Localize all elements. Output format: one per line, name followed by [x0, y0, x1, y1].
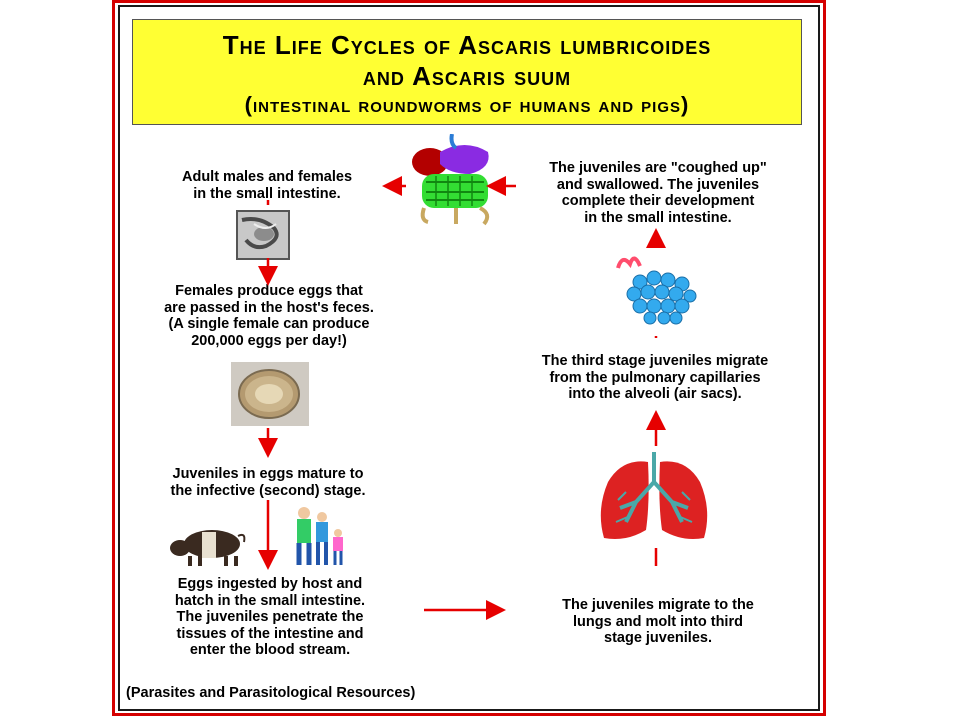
title-line-3: (intestinal roundworms of humans and pig…	[244, 92, 690, 117]
step-lungs-line: The juveniles migrate to the	[562, 597, 754, 613]
step-eggs-produced-line: 200,000 eggs per day!)	[191, 332, 347, 349]
step-ingested-text: Eggs ingested by host and hatch in the s…	[130, 576, 410, 659]
inner-black-border	[118, 5, 820, 711]
step-eggs-mature-text: Juveniles in eggs mature to the infectiv…	[128, 466, 408, 499]
step-lungs-text: The juveniles migrate to the lungs and m…	[508, 597, 808, 647]
step-ingested-line: enter the blood stream.	[189, 642, 351, 658]
step-lungs-line: stage juveniles.	[604, 630, 712, 646]
title-line-2: and Ascaris suum	[362, 61, 572, 91]
step-ingested-line: Eggs ingested by host and	[177, 576, 363, 592]
step-adults-text: Adult males and females in the small int…	[142, 169, 392, 202]
step-alveoli-line: from the pulmonary capillaries	[549, 369, 761, 386]
step-eggs-mature-line: the infective (second) stage.	[170, 482, 366, 499]
step-eggs-mature-line: Juveniles in eggs mature to	[172, 466, 364, 482]
step-coughed-line: The juveniles are "coughed up"	[549, 160, 767, 176]
step-coughed-line: and swallowed. The juveniles	[556, 176, 760, 193]
worm-micrograph-icon	[236, 210, 290, 260]
alveoli-icon	[616, 256, 697, 325]
step-coughed-text: The juveniles are "coughed up" and swall…	[508, 160, 808, 226]
step-lungs-line: lungs and molt into third	[573, 613, 743, 630]
step-coughed-line: complete their development	[561, 193, 755, 209]
step-eggs-produced-text: Females produce eggs that are passed in …	[124, 283, 414, 349]
step-ingested-line: hatch in the small intestine.	[174, 592, 366, 609]
step-adults-line: in the small intestine.	[193, 185, 341, 202]
title-banner: The Life Cycles of Ascaris lumbricoides …	[132, 19, 802, 125]
digestive-system-icon	[412, 134, 490, 226]
step-eggs-produced-line: are passed in the host's feces.	[164, 299, 374, 316]
credit-text: (Parasites and Parasitological Resources…	[126, 685, 416, 701]
step-ingested-line: tissues of the intestine and	[176, 625, 364, 642]
step-alveoli-line: The third stage juveniles migrate	[541, 353, 769, 369]
step-adults-line: Adult males and females	[181, 169, 353, 185]
title-line-1: The Life Cycles of Ascaris lumbricoides	[222, 30, 712, 60]
step-ingested-line: The juveniles penetrate the	[176, 609, 364, 625]
lungs-icon	[600, 452, 708, 539]
human-family-icon	[296, 507, 343, 565]
step-eggs-produced-line: Females produce eggs that	[175, 283, 363, 299]
step-coughed-line: in the small intestine.	[584, 209, 732, 226]
pig-icon	[170, 530, 246, 566]
egg-micrograph-icon	[231, 362, 309, 426]
step-eggs-produced-line: (A single female can produce	[168, 316, 370, 332]
step-alveoli-line: into the alveoli (air sacs).	[568, 386, 742, 402]
step-alveoli-text: The third stage juveniles migrate from t…	[500, 353, 810, 403]
